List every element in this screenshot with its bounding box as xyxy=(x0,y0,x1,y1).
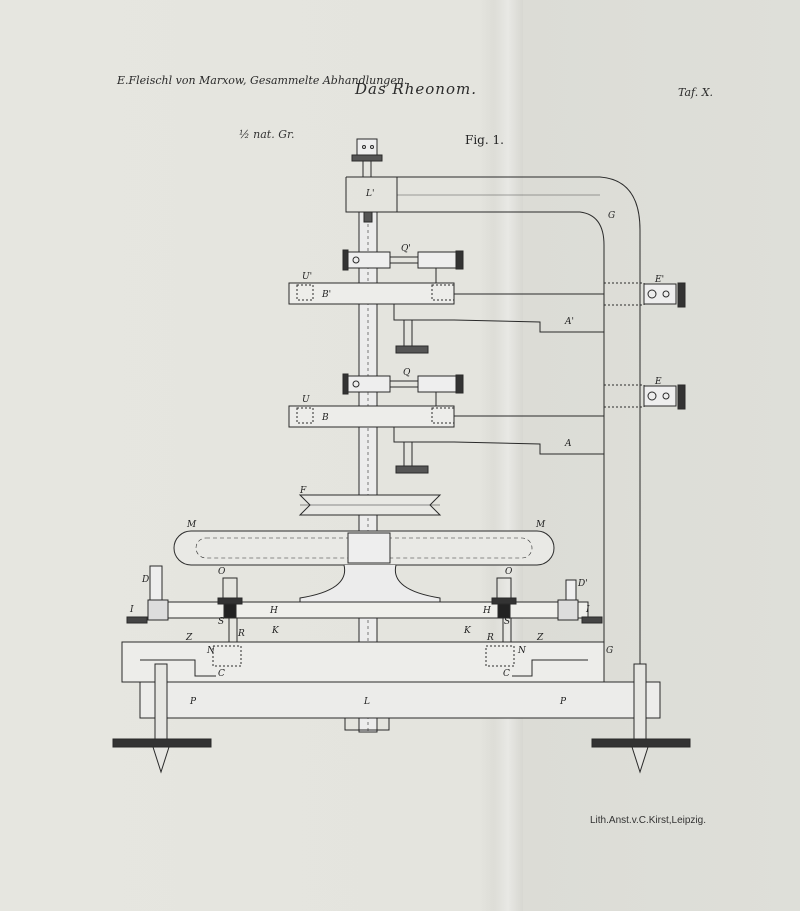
lithographer-credit: Lith.Anst.v.C.Kirst,Leipzig. xyxy=(590,815,706,826)
pulley xyxy=(298,494,442,516)
label-Q-lower: Q xyxy=(403,368,411,378)
header-citation: E.Fleischl von Marxow, Gesammelte Abhand… xyxy=(117,74,408,87)
label-A-lower: A xyxy=(564,439,572,449)
lower-electrode xyxy=(603,384,686,410)
label-Z-right: Z xyxy=(536,633,544,643)
label-Q-upper: Q' xyxy=(401,244,411,254)
label-L-upper: L' xyxy=(365,189,374,199)
label-A-upper: A' xyxy=(564,317,574,327)
lower-carriage xyxy=(288,405,604,474)
label-U-lower: U xyxy=(302,395,310,405)
label-D-right: D' xyxy=(577,579,588,589)
label-L-lower: L xyxy=(363,697,370,707)
base-plate xyxy=(139,681,661,719)
label-G-top: G xyxy=(608,211,615,221)
label-F: F xyxy=(299,486,307,496)
label-I-left: I xyxy=(129,605,134,615)
lower-clamp xyxy=(342,373,464,406)
label-R-left: R xyxy=(237,629,245,639)
label-S-left: S xyxy=(218,617,224,627)
label-B-upper: B' xyxy=(321,290,331,300)
label-K-right: K xyxy=(463,626,472,636)
label-I-right: I xyxy=(585,605,590,615)
label-P-right: P xyxy=(559,697,567,707)
scale-note: ½ nat. Gr. xyxy=(239,128,295,141)
upper-carriage xyxy=(288,282,604,354)
label-H-right: H xyxy=(482,606,491,616)
leveling-feet xyxy=(112,663,691,774)
label-C-left: C xyxy=(218,669,225,679)
trough xyxy=(121,641,605,683)
label-E-upper: E' xyxy=(654,275,664,285)
label-U-upper: U' xyxy=(302,272,312,282)
label-O-left: O xyxy=(218,567,226,577)
upper-electrode xyxy=(603,282,686,308)
label-C-right: C xyxy=(503,669,510,679)
contact-posts xyxy=(126,565,603,624)
plate-number: Taf. X. xyxy=(678,86,714,99)
bar-H xyxy=(147,601,589,619)
label-M-right: M xyxy=(535,520,546,530)
label-S-right: S xyxy=(504,617,510,627)
ring-M xyxy=(173,530,555,566)
plate-title: Das Rheonom. xyxy=(355,80,477,98)
upper-clamp xyxy=(342,249,464,300)
frame-G xyxy=(345,176,641,680)
part-labels: L' G Q' U' B' E' A' Q U B E A F M M D D'… xyxy=(129,189,664,707)
label-P-left: P xyxy=(189,697,197,707)
label-M-left: M xyxy=(186,520,197,530)
label-B-lower: B xyxy=(321,413,329,423)
base-hub xyxy=(299,564,441,603)
label-O-right: O xyxy=(505,567,513,577)
figure-label: Fig. 1. xyxy=(465,133,504,147)
label-Z-left: Z xyxy=(185,633,193,643)
label-D-left: D xyxy=(141,575,149,585)
label-G-bottom: G xyxy=(606,646,613,656)
label-N-right: N xyxy=(517,646,527,656)
base-socket xyxy=(344,717,390,731)
label-H-left: H xyxy=(269,606,278,616)
label-K-left: K xyxy=(271,626,280,636)
top-screw xyxy=(351,138,383,178)
page-fold xyxy=(493,0,523,911)
label-E-lower: E xyxy=(654,377,662,387)
label-N-left: N xyxy=(206,646,216,656)
label-R-right: R xyxy=(486,633,494,643)
